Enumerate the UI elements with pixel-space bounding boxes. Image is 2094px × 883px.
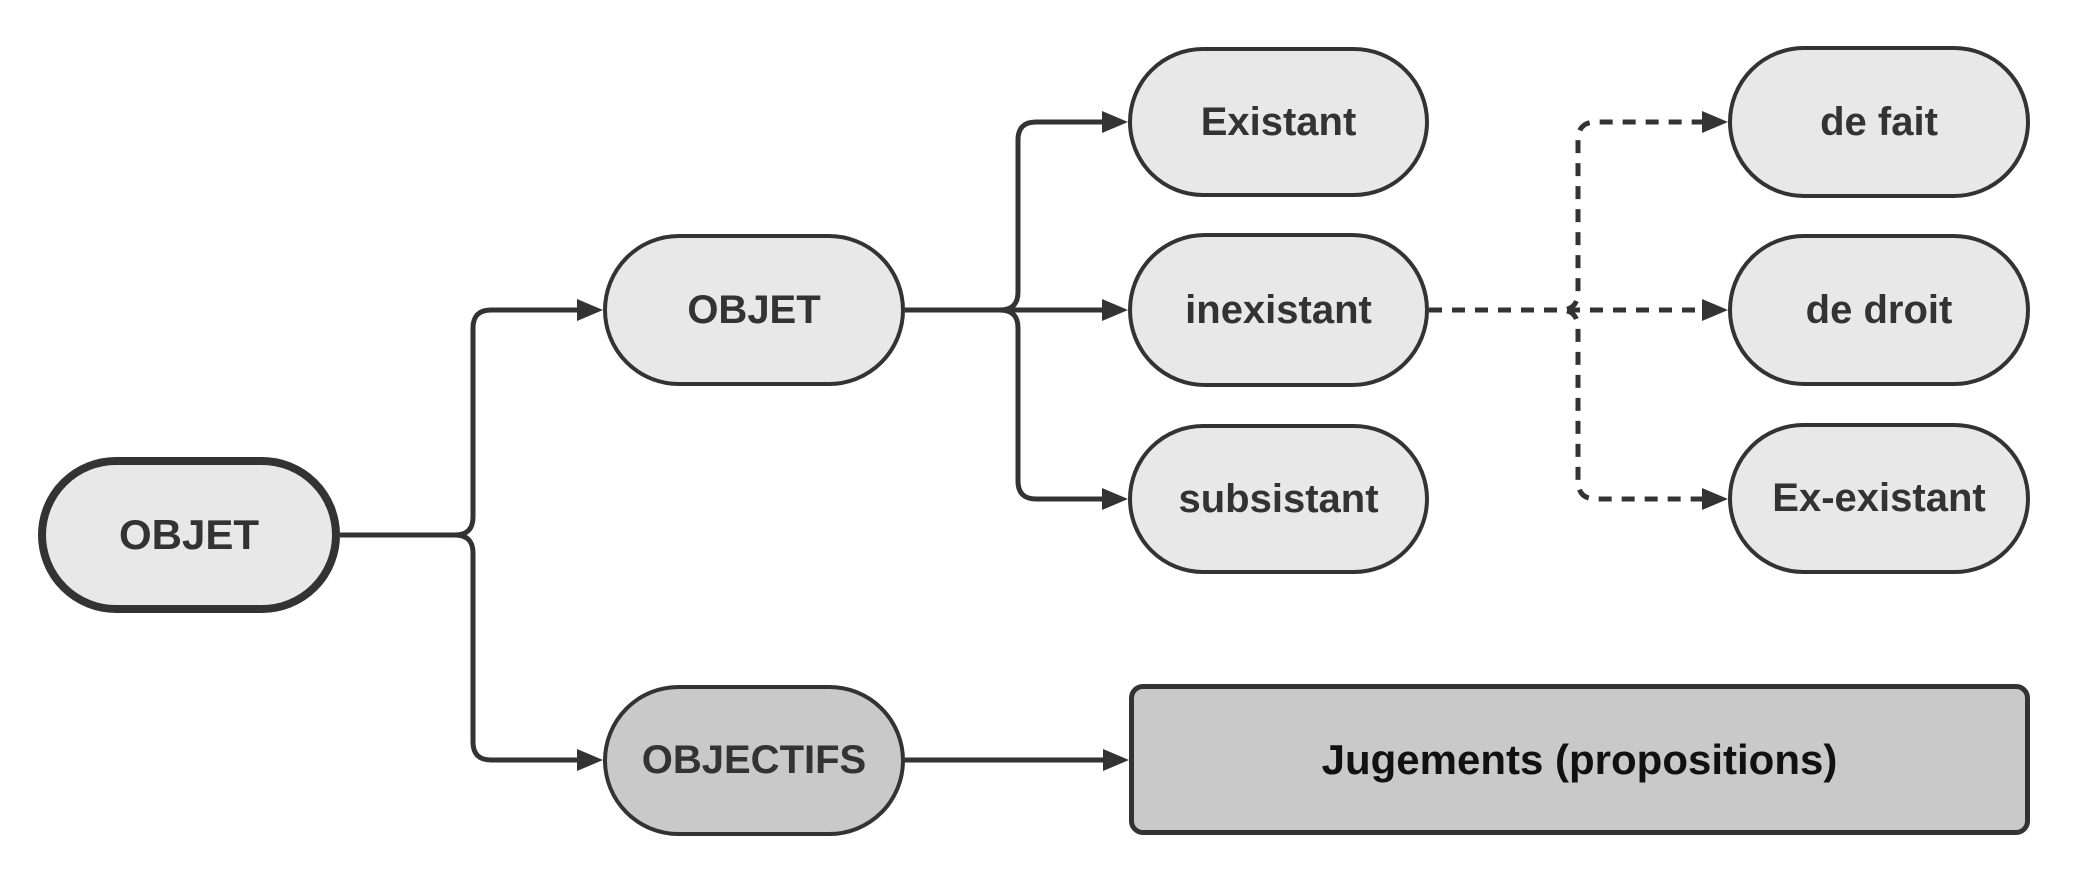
node-inexistant-label: inexistant bbox=[1185, 287, 1372, 332]
node-de-droit-label: de droit bbox=[1805, 287, 1953, 332]
arrowhead-inexistant bbox=[1102, 299, 1128, 321]
dashed-edges bbox=[1429, 111, 1728, 510]
node-subsistant: subsistant bbox=[1128, 424, 1429, 574]
node-existant-label: Existant bbox=[1200, 99, 1357, 144]
arrowhead-objet bbox=[577, 299, 603, 321]
edge-objet-to-subsistant bbox=[905, 307, 1102, 502]
arrowhead-objectifs bbox=[577, 749, 603, 771]
edge-objet-to-existant bbox=[905, 119, 1102, 313]
node-de-fait: de fait bbox=[1728, 46, 2030, 198]
node-ex-existant-label: Ex-existant bbox=[1772, 476, 1986, 520]
edge-inexistant-to-ex-existant bbox=[1429, 307, 1702, 502]
arrowhead-subsistant bbox=[1102, 488, 1128, 510]
solid-edges bbox=[340, 111, 1129, 771]
edge-objet-root-to-objectifs bbox=[340, 532, 577, 763]
node-de-fait-label: de fait bbox=[1820, 99, 1938, 144]
node-jugements: Jugements (propositions) bbox=[1129, 684, 2030, 835]
node-jugements-label: Jugements (propositions) bbox=[1321, 735, 1838, 783]
edge-objet-root-to-objet bbox=[340, 307, 577, 538]
arrowhead-ex-existant bbox=[1702, 488, 1728, 510]
node-existant: Existant bbox=[1128, 47, 1429, 197]
node-objectifs-label: OBJECTIFS bbox=[641, 738, 867, 782]
node-de-droit: de droit bbox=[1728, 234, 2030, 386]
node-subsistant-label: subsistant bbox=[1178, 476, 1379, 521]
node-inexistant: inexistant bbox=[1128, 233, 1429, 387]
node-objet: OBJET bbox=[603, 234, 905, 386]
node-objet-root-label: OBJET bbox=[118, 511, 260, 558]
arrowhead-existant bbox=[1102, 111, 1128, 133]
arrowhead-de-droit bbox=[1702, 299, 1728, 321]
edge-inexistant-to-de-fait bbox=[1429, 119, 1702, 313]
node-objectifs: OBJECTIFS bbox=[603, 685, 905, 836]
arrowhead-jugements bbox=[1103, 749, 1129, 771]
node-objet-root: OBJET bbox=[38, 457, 340, 613]
arrowhead-de-fait bbox=[1702, 111, 1728, 133]
node-ex-existant: Ex-existant bbox=[1728, 423, 2030, 574]
node-objet-label: OBJET bbox=[687, 287, 821, 332]
